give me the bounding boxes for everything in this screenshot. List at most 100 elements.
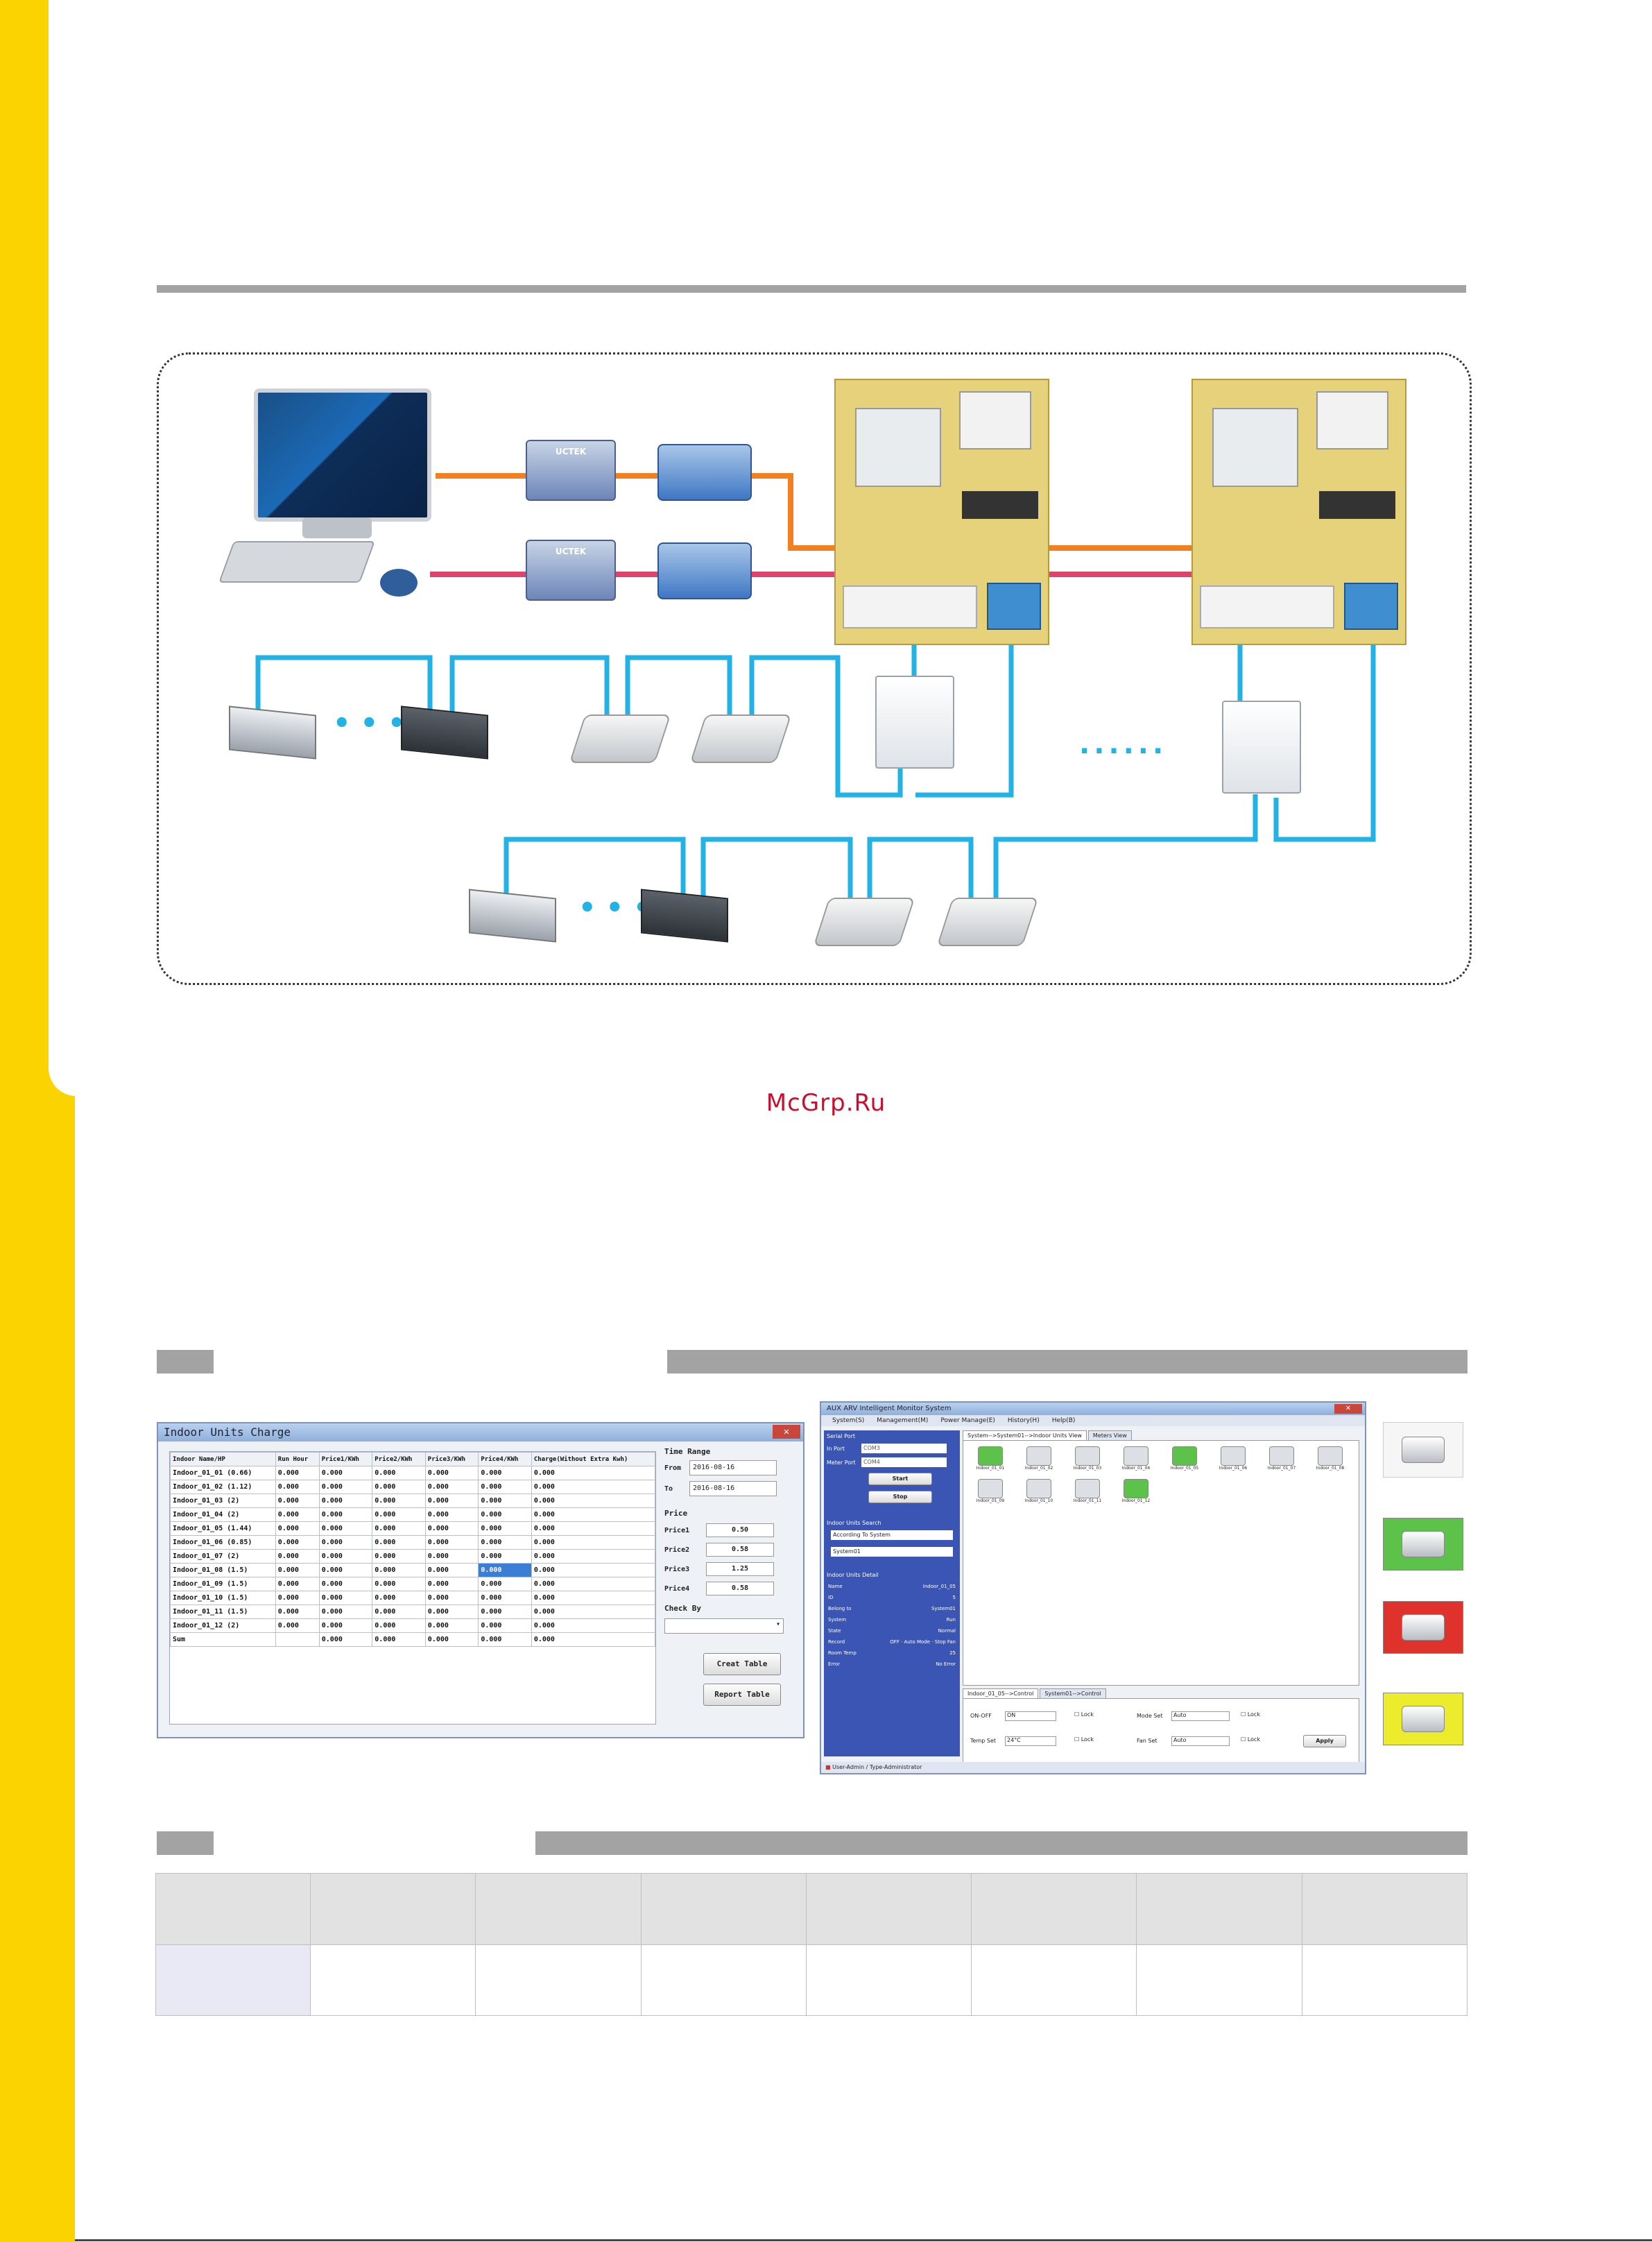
cassette-icon: [1026, 1446, 1051, 1466]
indoor-unit-card[interactable]: Indoor_01_02: [1017, 1446, 1060, 1471]
close-icon[interactable]: ✕: [1334, 1404, 1362, 1414]
table-cell: 0.000: [372, 1466, 426, 1480]
detail-key: ID: [828, 1595, 834, 1600]
serial-port-label: Serial Port: [827, 1433, 856, 1439]
table-cell: 0.000: [275, 1605, 320, 1619]
terminal-strip: [962, 491, 1038, 519]
close-icon[interactable]: ✕: [773, 1425, 800, 1439]
system-select[interactable]: System01: [831, 1547, 953, 1557]
indoor-unit-label: Indoor_01_03: [1073, 1466, 1102, 1471]
table-cell: 0.000: [424, 1466, 479, 1480]
temp-select[interactable]: 24°C: [1005, 1736, 1056, 1746]
menu-item[interactable]: History(H): [1007, 1417, 1040, 1424]
lock-checkbox[interactable]: ☐ Lock: [1074, 1736, 1094, 1743]
lock-checkbox[interactable]: ☐ Lock: [1241, 1711, 1260, 1718]
from-date-input[interactable]: 2016-08-16: [689, 1460, 777, 1475]
menu-item[interactable]: Management(M): [877, 1417, 929, 1424]
price-input[interactable]: 1.25: [706, 1562, 774, 1576]
indoor-unit-card[interactable]: Indoor_01_11: [1066, 1479, 1109, 1503]
cassette-unit: [813, 898, 915, 946]
stop-button[interactable]: Stop: [868, 1491, 932, 1503]
charge-column-header: Run Hour: [275, 1452, 320, 1466]
indoor-unit-card[interactable]: Indoor_01_12: [1115, 1479, 1158, 1503]
price-input[interactable]: 0.58: [706, 1543, 774, 1557]
indoor-unit-card[interactable]: Indoor_01_09: [969, 1479, 1012, 1503]
user-icon: ■: [825, 1764, 831, 1770]
terminal-strip: [1319, 491, 1395, 519]
tab[interactable]: System01-->Control: [1040, 1688, 1106, 1698]
indoor-unit-card[interactable]: Indoor_01_03: [1066, 1446, 1109, 1471]
computer: [247, 388, 431, 541]
lock-checkbox[interactable]: ☐ Lock: [1074, 1711, 1094, 1718]
to-label: To: [664, 1484, 673, 1493]
mode-select[interactable]: Auto: [1171, 1711, 1230, 1721]
table-cell: 0.000: [318, 1549, 373, 1564]
table-cell: 0.000: [275, 1549, 320, 1564]
duct-unit: [469, 889, 556, 943]
create-table-button[interactable]: Creat Table: [703, 1653, 781, 1675]
fan-select[interactable]: Auto: [1171, 1736, 1230, 1746]
indoor-unit-card[interactable]: Indoor_01_01: [969, 1446, 1012, 1471]
menu-bar: System(S) Management(M) Power Manage(E) His…: [821, 1415, 1365, 1426]
meter-port-select[interactable]: COM4: [861, 1457, 947, 1467]
duct-unit: [641, 889, 728, 943]
table-cell: 0.000: [478, 1549, 532, 1564]
indoor-unit-card[interactable]: Indoor_01_04: [1115, 1446, 1158, 1471]
lock-checkbox[interactable]: ☐ Lock: [1241, 1736, 1260, 1743]
onoff-select[interactable]: ON: [1005, 1711, 1056, 1721]
indoor-unit-label: Indoor_01_04: [1121, 1466, 1151, 1471]
table-cell: 0.000: [372, 1535, 426, 1550]
menu-item[interactable]: Help(B): [1051, 1417, 1076, 1424]
search-select[interactable]: According To System: [831, 1530, 953, 1540]
table-cell: 0.000: [275, 1618, 320, 1633]
menu-item[interactable]: System(S): [832, 1417, 865, 1424]
time-range-label: Time Range: [664, 1447, 711, 1456]
monitor-base: [302, 517, 372, 538]
indoor-unit-label: Indoor_01_08: [1316, 1466, 1345, 1471]
menu-item[interactable]: Power Manage(E): [940, 1417, 995, 1424]
indoor-unit-card[interactable]: Indoor_01_10: [1017, 1479, 1060, 1503]
check-by-select[interactable]: ▾: [664, 1618, 784, 1634]
converter-1-label: UCTEK: [555, 447, 587, 456]
price-input[interactable]: 0.58: [706, 1582, 774, 1595]
indoor-unit-card[interactable]: Indoor_01_05: [1163, 1446, 1206, 1471]
tab[interactable]: Indoor_01_05-->Control: [963, 1688, 1039, 1698]
in-port-select[interactable]: COM3: [861, 1444, 947, 1453]
price-input[interactable]: 0.50: [706, 1523, 774, 1537]
outdoor-unit-1: [875, 676, 954, 769]
tab[interactable]: System-->System01-->Indoor Units View: [963, 1430, 1087, 1440]
ellipsis-indoor: • • •: [333, 708, 406, 739]
report-table-button[interactable]: Report Table: [703, 1684, 781, 1706]
indoor-unit-card[interactable]: Indoor_01_06: [1212, 1446, 1255, 1471]
table-cell: Indoor_01_05 (1.44): [170, 1521, 276, 1536]
apply-button[interactable]: Apply: [1303, 1735, 1346, 1747]
spec-cell: [805, 1873, 972, 1945]
tab[interactable]: Meters View: [1087, 1430, 1132, 1440]
detail-value: System01: [931, 1606, 956, 1611]
indoor-unit-card[interactable]: Indoor_01_08: [1309, 1446, 1352, 1471]
start-button[interactable]: Start: [868, 1473, 932, 1485]
indoor-unit-card[interactable]: Indoor_01_07: [1260, 1446, 1303, 1471]
to-date-input[interactable]: 2016-08-16: [689, 1481, 777, 1496]
charge-column-header: Price4/KWh: [478, 1452, 532, 1466]
